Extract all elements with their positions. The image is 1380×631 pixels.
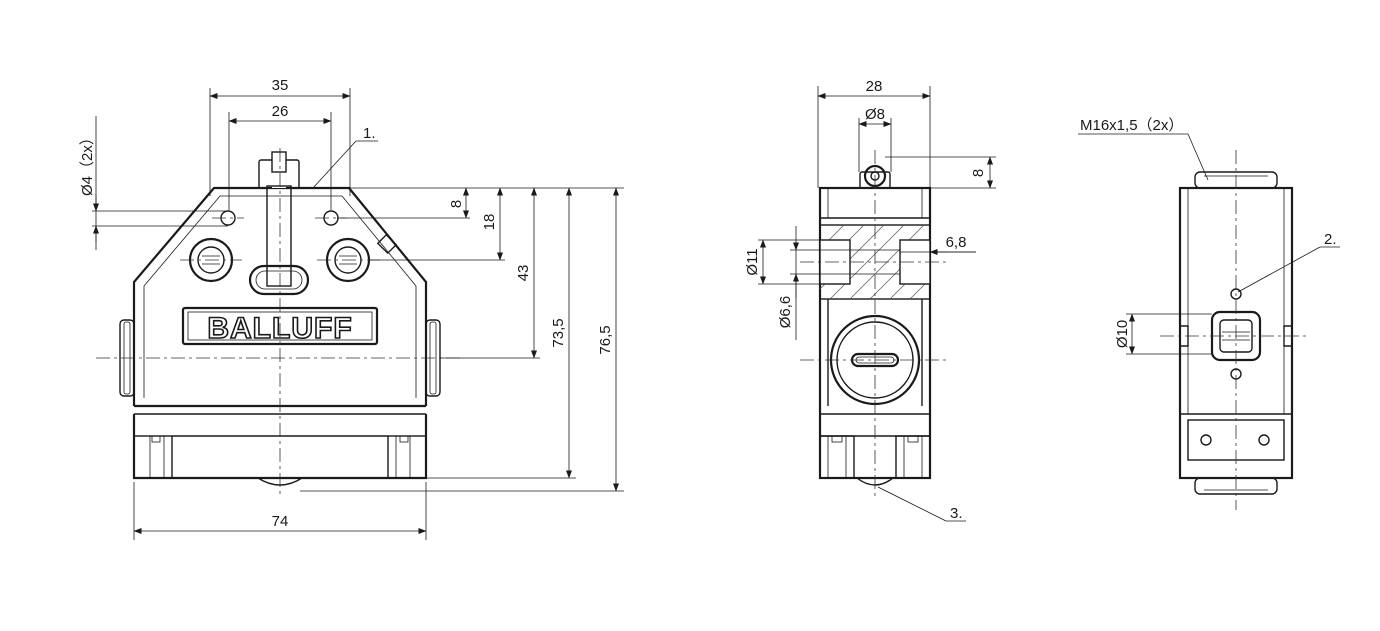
thread-label: M16x1,5（2x）	[1080, 117, 1183, 134]
dim-hole-dia: Ø4（2x）	[79, 130, 96, 196]
end-hole-left	[1200, 434, 1212, 446]
dim-8-side: 8	[970, 169, 987, 177]
dim-76-5: 76,5	[597, 325, 614, 354]
dim-bore-dia: Ø11	[744, 248, 761, 275]
plunger-slot	[248, 264, 310, 296]
dim-74: 74	[272, 513, 289, 530]
front-view: BALLUFF 35 26 Ø4（2x） 1.	[79, 77, 624, 540]
dim-bore-depth: 6,8	[946, 234, 967, 251]
dim-35: 35	[272, 77, 289, 94]
brand-logo: BALLUFF	[207, 312, 352, 345]
end-hole-right	[1258, 434, 1270, 446]
side-view: 28 Ø8 8 Ø11 Ø6,6 6,8 3.	[744, 78, 996, 522]
dim-hole-dia-side: Ø6,6	[777, 296, 794, 329]
callout-2: 2.	[1324, 231, 1337, 248]
dim-26: 26	[272, 103, 289, 120]
dim-43: 43	[515, 265, 532, 282]
callout-3: 3.	[950, 505, 963, 522]
dim-8-front: 8	[448, 200, 465, 208]
end-view: Ø10 M16x1,5（2x） 2.	[1078, 117, 1340, 510]
dim-28: 28	[866, 78, 883, 95]
dim-18: 18	[481, 214, 498, 231]
dim-plunger-dia: Ø8	[865, 106, 885, 123]
dim-end-bore-dia: Ø10	[1114, 320, 1131, 348]
dim-73-5: 73,5	[550, 318, 567, 347]
callout-1: 1.	[363, 125, 376, 142]
